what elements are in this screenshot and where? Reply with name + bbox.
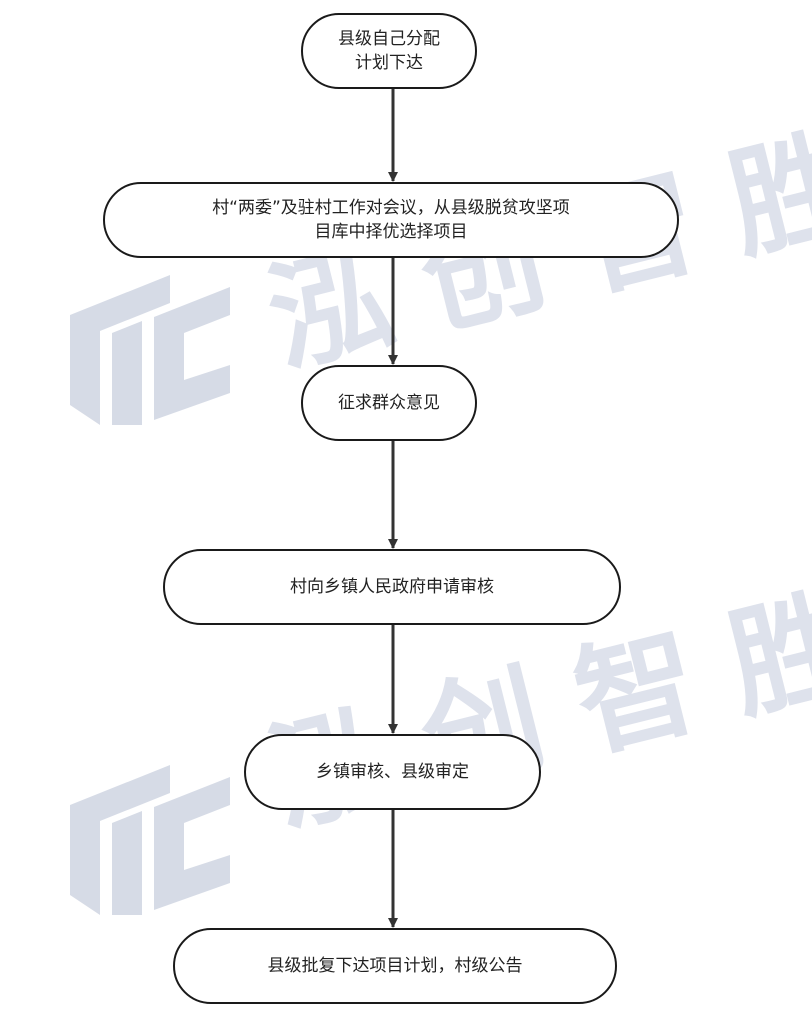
process-node-public-opinion: 征求群众意见 — [301, 365, 477, 441]
node-line: 县级批复下达项目计划，村级公告 — [267, 956, 523, 976]
process-node-county-plan: 县级自己分配 计划下达 — [301, 13, 477, 89]
node-line: 县级自己分配 — [338, 29, 440, 49]
node-line: 村“两委”及驻村工作对会议，从县级脱贫攻坚项 — [212, 198, 570, 218]
node-line: 乡镇审核、县级审定 — [316, 762, 469, 782]
process-node-town-review: 乡镇审核、县级审定 — [244, 734, 541, 810]
process-node-village-meeting: 村“两委”及驻村工作对会议，从县级脱贫攻坚项 目库中择优选择项目 — [103, 182, 679, 258]
node-line: 计划下达 — [355, 53, 423, 73]
node-line: 征求群众意见 — [338, 393, 440, 413]
process-node-county-approval: 县级批复下达项目计划，村级公告 — [173, 928, 617, 1004]
node-line: 目库中择优选择项目 — [314, 222, 468, 242]
process-node-village-apply: 村向乡镇人民政府申请审核 — [163, 549, 621, 625]
watermark-logo — [70, 275, 230, 425]
node-line: 村向乡镇人民政府申请审核 — [290, 577, 494, 597]
watermark-logo — [70, 765, 230, 915]
